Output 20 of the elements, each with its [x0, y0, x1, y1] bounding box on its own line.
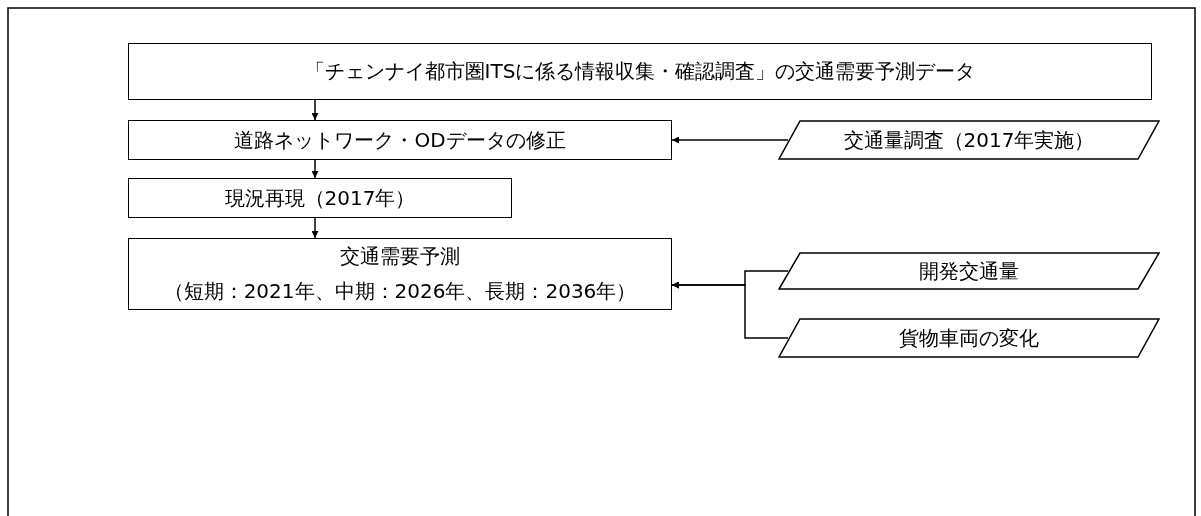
box-note: （短期：2021年、中期：2026年、長期：2036年） — [163, 278, 637, 305]
box-label: 開発交通量 — [919, 257, 1019, 285]
process-box — [128, 238, 672, 310]
arrow — [311, 159, 319, 179]
process-box — [128, 43, 1152, 100]
input-parallelogram — [778, 318, 1160, 358]
box-label: 貨物車両の変化 — [899, 324, 1039, 352]
input-parallelogram — [778, 252, 1160, 290]
box-label: 交通量調査（2017年実施） — [843, 126, 1095, 154]
process-box — [128, 178, 512, 218]
box-label: 交通需要予測 — [340, 243, 460, 270]
arrow — [671, 281, 789, 339]
arrow — [311, 99, 319, 121]
box-label: 道路ネットワーク・ODデータの修正 — [234, 126, 566, 154]
process-box — [128, 120, 672, 160]
arrow — [311, 217, 319, 239]
box-label: 「チェンナイ都市圏ITSに係る情報収集・確認調査」の交通需要予測データ — [304, 58, 976, 85]
arrow — [671, 136, 789, 144]
input-parallelogram — [778, 120, 1160, 160]
box-label: 現況再現（2017年） — [224, 184, 416, 212]
